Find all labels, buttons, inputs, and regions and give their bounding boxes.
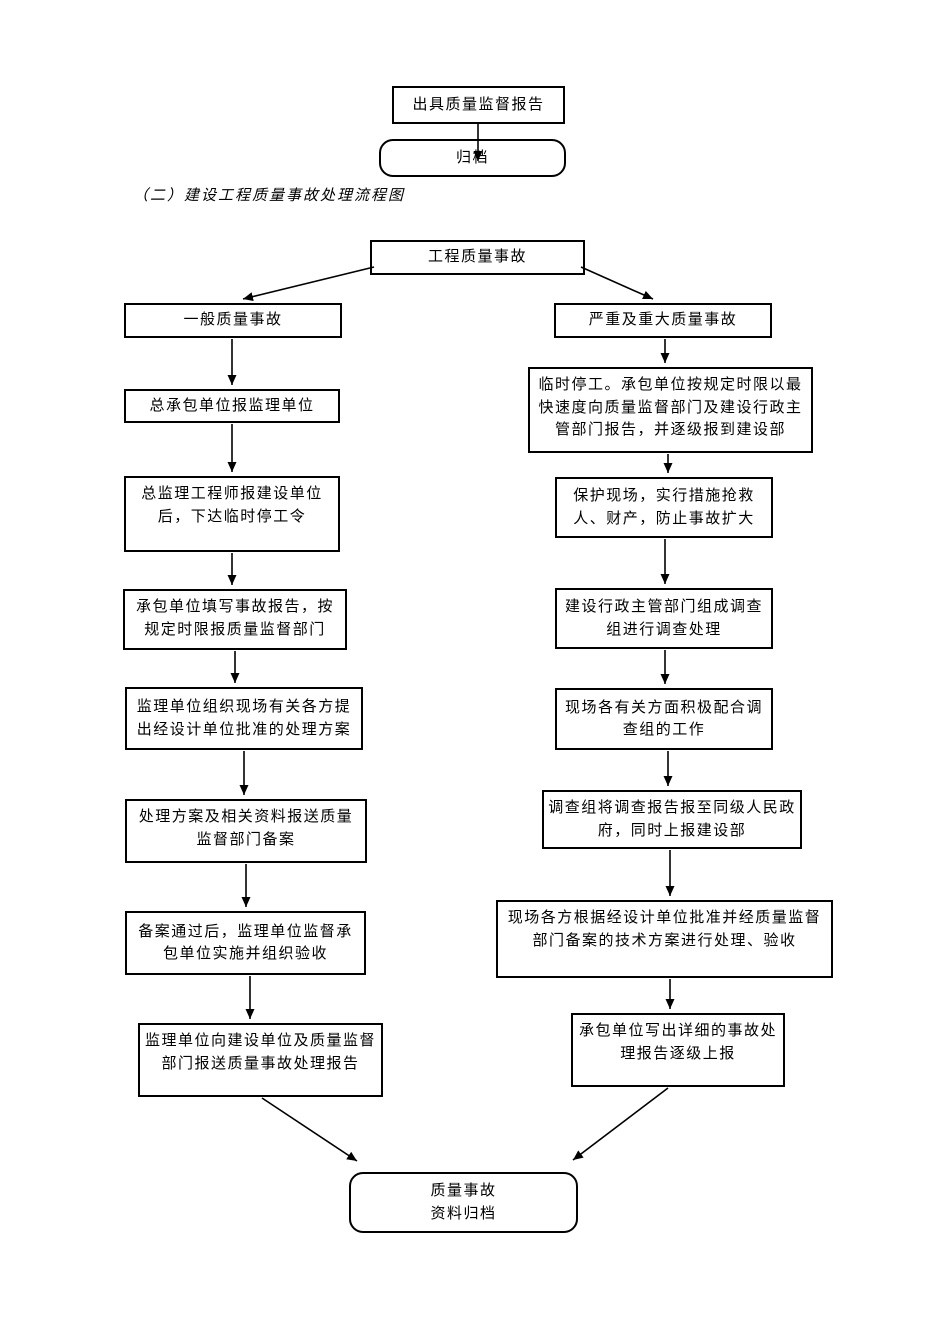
flow-node-left-1: 总承包单位报监理单位 — [124, 389, 340, 423]
flow-node-left-2: 总监理工程师报建设单位后，下达临时停工令 — [124, 476, 340, 552]
flow-node-left-6: 备案通过后，监理单位监督承包单位实施并组织验收 — [125, 911, 366, 975]
flow-node-left-4: 监理单位组织现场有关各方提出经设计单位批准的处理方案 — [125, 687, 363, 750]
flow-node-serious-accident: 严重及重大质量事故 — [554, 303, 772, 338]
flow-node-archive: 归档 — [379, 139, 566, 177]
flow-node-right-4: 现场各有关方面积极配合调查组的工作 — [555, 688, 773, 750]
flow-node-right-2: 保护现场，实行措施抢救人、财产，防止事故扩大 — [555, 477, 773, 538]
flow-node-right-6: 现场各方根据经设计单位批准并经质量监督部门备案的技术方案进行处理、验收 — [496, 900, 833, 978]
flow-node-left-3: 承包单位填写事故报告，按规定时限报质量监督部门 — [123, 589, 347, 650]
flow-node-root: 工程质量事故 — [370, 240, 585, 275]
final-archive-line1: 质量事故 — [430, 1183, 497, 1199]
flow-node-left-7: 监理单位向建设单位及质量监督部门报送质量事故处理报告 — [138, 1023, 383, 1097]
flow-node-right-7: 承包单位写出详细的事故处理报告逐级上报 — [571, 1013, 785, 1087]
flow-node-right-3: 建设行政主管部门组成调查组进行调查处理 — [555, 588, 773, 649]
flow-node-right-5: 调查组将调查报告报至同级人民政府，同时上报建设部 — [542, 790, 802, 849]
arrow-root-to-serious — [580, 266, 654, 300]
final-archive-line2: 资料归档 — [430, 1205, 497, 1222]
flow-node-final-archive: 质量事故 资料归档 — [349, 1172, 578, 1233]
arrow-root-to-general — [242, 266, 375, 301]
flow-node-right-1: 临时停工。承包单位按规定时限以最快速度向质量监督部门及建设行政主管部门报告，并逐… — [528, 367, 813, 453]
flow-node-issue-report: 出具质量监督报告 — [392, 86, 565, 124]
section-heading: （二）建设工程质量事故处理流程图 — [133, 188, 406, 204]
arrow-right-to-final — [572, 1087, 669, 1161]
flow-node-left-5: 处理方案及相关资料报送质量监督部门备案 — [125, 799, 367, 863]
arrow-left-to-final — [261, 1097, 358, 1162]
flow-node-general-accident: 一般质量事故 — [124, 303, 342, 338]
